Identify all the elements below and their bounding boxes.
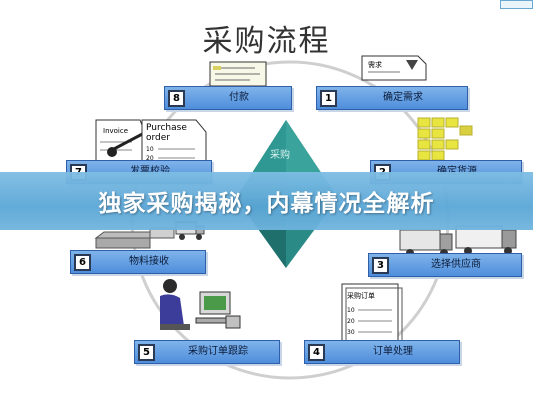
headline-banner <box>0 172 533 230</box>
step-4-order-processing[interactable]: 4 订单处理 <box>304 340 460 364</box>
step-6-material-receipt[interactable]: 6 物料接收 <box>70 250 206 274</box>
step-label: 物料接收 <box>129 256 169 267</box>
step-label: 确定需求 <box>383 92 423 103</box>
step-8-payment[interactable]: 8 付款 <box>164 86 292 110</box>
step-1-determine-demand[interactable]: 1 确定需求 <box>316 86 468 110</box>
step-label: 订单处理 <box>373 346 413 357</box>
center-label: 采购 <box>270 148 290 161</box>
order-sheet-illustration: 采购订单 10 20 30 <box>341 283 403 347</box>
headline-text: 独家采购揭秘，内幕情况全解析 <box>98 191 435 217</box>
step-5-order-tracking[interactable]: 5 采购订单跟踪 <box>134 340 280 364</box>
order-sheet-number-2: 20 <box>347 318 355 325</box>
payment-slip-illustration <box>209 61 267 87</box>
step-3-select-supplier[interactable]: 3 选择供应商 <box>368 253 522 277</box>
requirement-note-illustration: 需求 <box>361 55 427 81</box>
po-line-2: order <box>146 133 170 143</box>
person-at-computer-illustration <box>160 279 241 330</box>
po-number-1: 10 <box>146 146 154 153</box>
step-number: 4 <box>308 344 325 361</box>
step-number: 3 <box>372 257 389 274</box>
po-number-2: 20 <box>146 155 154 162</box>
warehouse-illustration <box>94 227 175 249</box>
step-number: 1 <box>320 90 337 107</box>
step-label: 发票校验 <box>67 161 211 183</box>
step-label: 付款 <box>229 92 249 103</box>
step-number: 5 <box>138 344 155 361</box>
step-label: 采购订单跟踪 <box>188 346 248 357</box>
step-label: 确定货源 <box>371 161 521 183</box>
invoice-text: Invoice <box>103 127 128 135</box>
requirement-note-text: 需求 <box>368 60 382 69</box>
order-sheet-number-1: 10 <box>347 307 355 314</box>
diagram-title: 采购流程 <box>202 24 331 59</box>
source-grid-illustration <box>417 117 473 161</box>
order-sheet-number-3: 30 <box>347 329 355 336</box>
step-label: 选择供应商 <box>431 259 481 270</box>
step-number: 8 <box>168 90 185 107</box>
order-sheet-title: 采购订单 <box>347 291 375 300</box>
po-line-1: Purchase <box>146 123 187 133</box>
step-number: 6 <box>74 254 91 271</box>
